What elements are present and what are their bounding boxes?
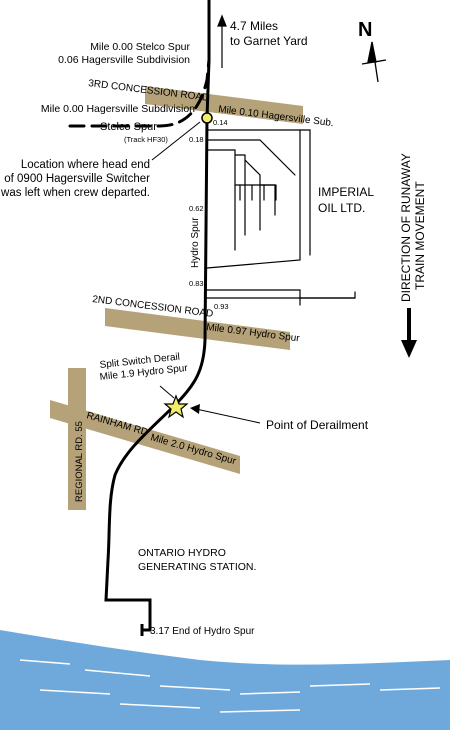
water-ripples [19,659,441,713]
road-second-concession [105,308,290,350]
direction-line1: DIRECTION OF RUNAWAY [399,153,413,302]
ontario-hydro-line1: ONTARIO HYDRO [138,547,226,559]
derailment-arrow-icon [190,404,261,424]
imperial-oil-sidings [206,129,356,306]
track-stelco-spur [68,58,211,128]
stelco-spur-label: Stelco Spur [100,121,157,133]
hagersville-junction-marker [201,112,213,124]
ontario-hydro-line2: GENERATING STATION. [138,561,256,573]
milepost-0-14: 0.14 [213,118,228,127]
imperial-oil-line2: OIL LTD. [318,201,365,215]
road-label-regional-55: REGIONAL RD. 55 [74,421,85,502]
garnet-arrow-icon [217,14,227,68]
direction-line2: TRAIN MOVEMENT [413,181,427,290]
road-regional-55 [68,368,86,510]
track-hydro-spur [104,116,209,632]
head-end-line2: of 0900 Hagersville Switcher [4,173,150,185]
north-letter: N [358,19,372,41]
lake-water [0,630,450,730]
direction-arrow-icon [401,308,417,358]
milepost-0-93: 0.93 [214,302,229,311]
garnet-line2: to Garnet Yard [230,34,308,48]
head-end-leader-line [151,121,201,161]
stelco-mile-line1: Mile 0.00 Stelco Spur [90,41,190,53]
north-arrow-icon [361,41,387,83]
road-rainham [50,400,240,474]
split-switch-leader [159,385,175,399]
derailment-star-icon [163,394,189,419]
end-of-spur-label: 3.17 End of Hydro Spur [150,626,255,637]
head-end-line3: was left when crew departed. [0,187,150,199]
stelco-mile-line2: 0.06 Hagersville Subdivision [58,54,190,66]
milepost-0-83: 0.83 [189,279,204,288]
hydro-spur-label: Hydro Spur [190,217,201,268]
imperial-oil-line1: IMPERIAL [318,185,374,199]
milepost-0-62: 0.62 [189,204,204,213]
stelco-spur-track: (Track HF30) [124,135,168,144]
tracks [68,0,356,632]
derailment-label: Point of Derailment [266,418,369,432]
head-end-line1: Location where head end [21,159,150,171]
road-third-concession [145,86,303,124]
milepost-0-18: 0.18 [189,135,204,144]
garnet-line1: 4.7 Miles [230,19,278,33]
hagersville-mile-label: Mile 0.00 Hagersville Subdivision [41,103,195,115]
